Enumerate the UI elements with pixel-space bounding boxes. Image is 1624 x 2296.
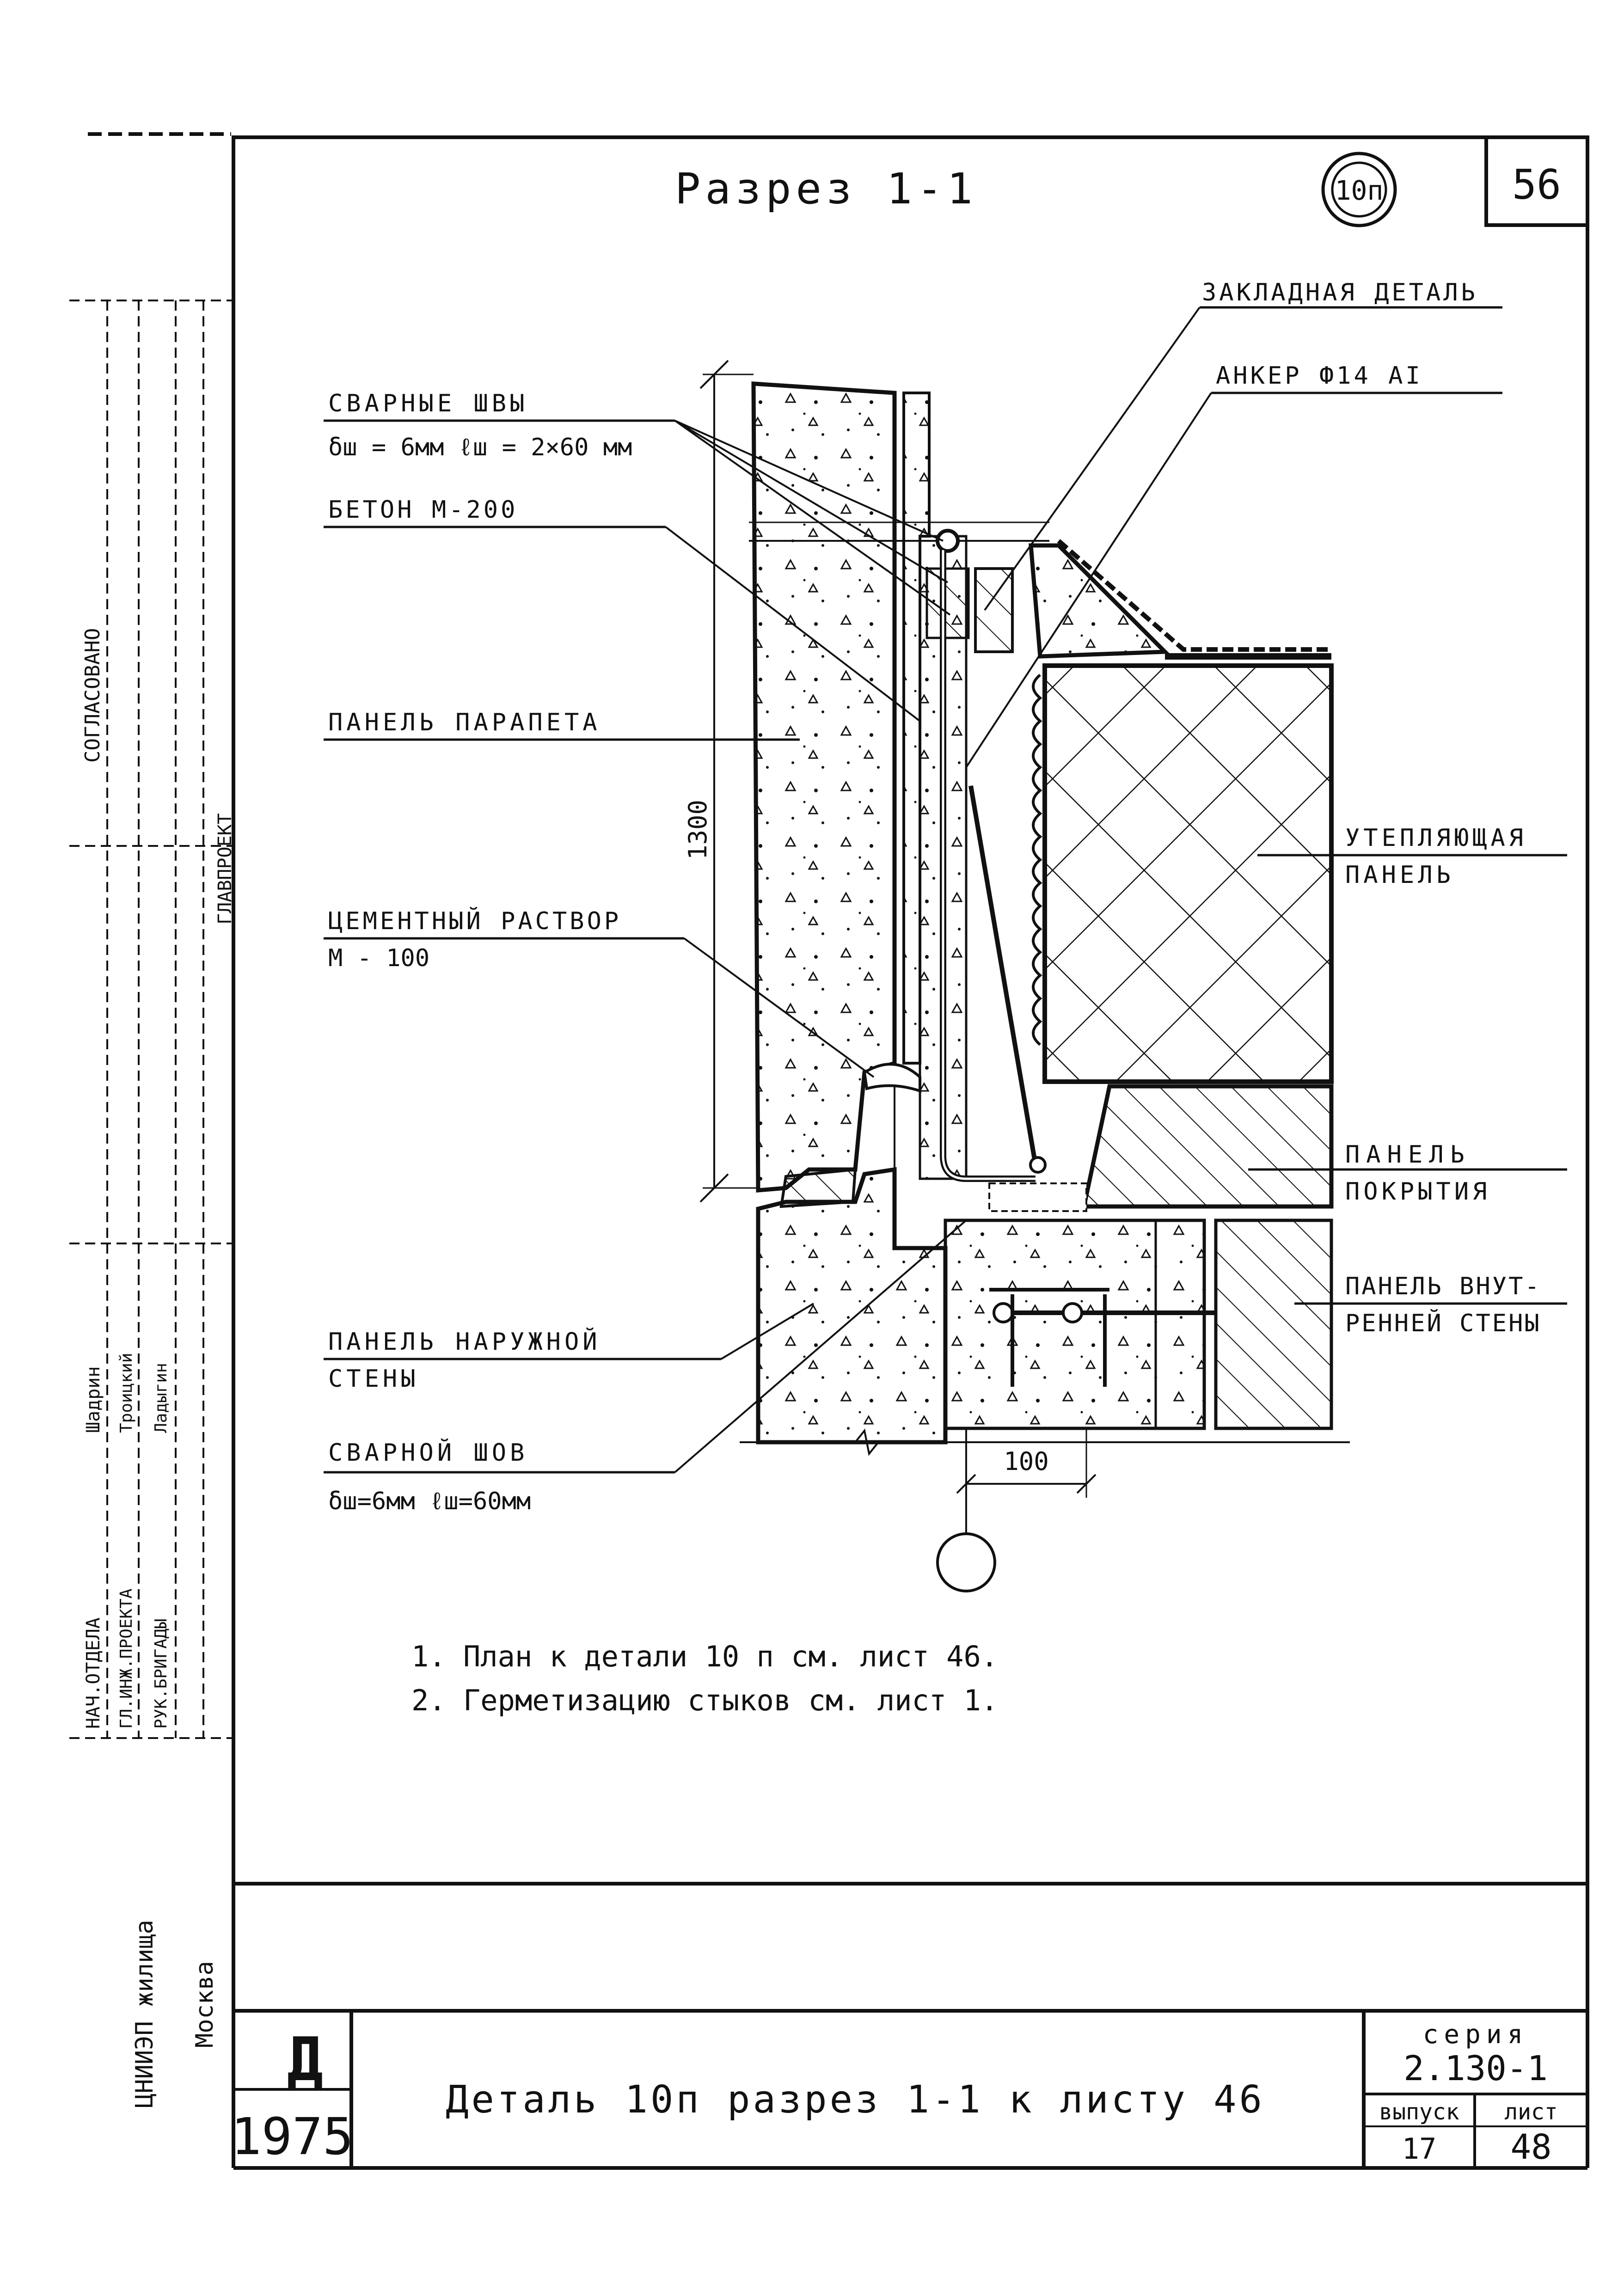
page-number-box xyxy=(1484,135,1589,227)
label-outer-wall-1: ПАНЕЛЬ НАРУЖНОЙ xyxy=(328,1328,601,1356)
label-insulating-panel-1: УТЕПЛЯЮЩАЯ xyxy=(1345,824,1527,852)
sheet-frame xyxy=(232,135,1589,1886)
page-number: 56 xyxy=(1512,161,1561,208)
dimension-height: 1300 xyxy=(683,800,712,860)
org-mark: Д xyxy=(287,2024,323,2094)
insulation-wave-edge xyxy=(1032,673,1042,1046)
issue-value: 17 xyxy=(1402,2132,1437,2166)
annotation-labels: ЗАКЛАДНАЯ ДЕТАЛЬ АНКЕР Ф14 АI СВАРНЫЕ ШВ… xyxy=(328,279,1541,1515)
drawing-year: 1975 xyxy=(231,2107,354,2166)
stamp-row1-title: НАЧ.ОТДЕЛА xyxy=(83,1617,104,1729)
label-welds-spec: δш = 6мм ℓш = 2×60 мм xyxy=(328,434,632,461)
stamp-vertical-main: ГЛАВПРОЕКТ xyxy=(214,813,236,925)
stamp-row2-name: Троицкий xyxy=(117,1353,136,1433)
label-anchor: АНКЕР Ф14 АI xyxy=(1216,362,1423,390)
axis-marker xyxy=(936,1532,996,1592)
mortar-joint xyxy=(863,1063,921,1093)
detail-mark-label: 10п xyxy=(1335,175,1384,206)
label-weld-spec: δш=6мм ℓш=60мм xyxy=(328,1488,531,1515)
label-embedded-part: ЗАКЛАДНАЯ ДЕТАЛЬ xyxy=(1202,279,1478,306)
note-1: 1. План к детали 10 п см. лист 46. xyxy=(411,1640,998,1673)
outer-wall-panel xyxy=(756,1167,948,1445)
label-roof-panel-1: ПАНЕЛЬ xyxy=(1345,1141,1471,1169)
approval-stamp: СОГЛАСОВАНО ГЛАВПРОЕКТ НАЧ.ОТДЕЛА Шадрин… xyxy=(69,300,236,2108)
section-drawing: 1300 xyxy=(683,360,1350,1592)
label-inner-wall-2: РЕННЕЙ СТЕНЫ xyxy=(1345,1309,1541,1337)
label-parapet-panel: ПАНЕЛЬ ПАРАПЕТА xyxy=(328,709,601,736)
stamp-row2-title: ГЛ.ИНЖ.ПРОЕКТА xyxy=(117,1588,136,1729)
sheet-label: лист xyxy=(1504,2099,1558,2125)
label-roof-panel-2: ПОКРЫТИЯ xyxy=(1345,1178,1490,1206)
notes: 1. План к детали 10 п см. лист 46. 2. Ге… xyxy=(411,1640,998,1717)
label-mortar-title: ЦЕМЕНТНЫЙ РАСТВОР xyxy=(328,907,621,935)
sheet-value: 48 xyxy=(1510,2127,1551,2167)
label-welds-title: СВАРНЫЕ ШВЫ xyxy=(328,390,528,417)
series-label: серия xyxy=(1423,2020,1529,2050)
roof-panel xyxy=(1081,1084,1334,1209)
anchor-slope-bar xyxy=(968,785,1038,1165)
detail-mark: 10п xyxy=(1321,152,1397,227)
insulating-panel xyxy=(1042,663,1334,1084)
label-insulating-panel-2: ПАНЕЛЬ xyxy=(1345,861,1454,889)
stamp-row1-name: Шадрин xyxy=(83,1366,104,1433)
label-inner-wall-1: ПАНЕЛЬ ВНУТ- xyxy=(1345,1273,1541,1300)
stamp-row3-title: РУК.БРИГАДЫ xyxy=(152,1619,171,1729)
roofing-layer xyxy=(1057,539,1331,652)
inner-wall-panel-left xyxy=(944,1218,1206,1430)
annotation-leaders xyxy=(324,306,1567,1474)
label-weld-title: СВАРНОЙ ШОВ xyxy=(328,1439,528,1467)
issue-label: выпуск xyxy=(1379,2099,1459,2125)
roof-slope-block xyxy=(1029,543,1170,659)
drawing-description: Деталь 10п разрез 1-1 к листу 46 xyxy=(446,2078,1265,2122)
label-outer-wall-2: СТЕНЫ xyxy=(328,1365,419,1393)
dimension-width: 100 xyxy=(1004,1447,1049,1476)
title-block: Д 1975 Деталь 10п разрез 1-1 к листу 46 … xyxy=(231,1884,1589,2170)
inner-wall-panel-right xyxy=(1214,1218,1333,1430)
sheet-title: Разрез 1-1 xyxy=(675,164,977,214)
embedded-block xyxy=(974,567,1014,653)
series-value: 2.130-1 xyxy=(1403,2049,1548,2088)
label-mortar-spec: М - 100 xyxy=(328,944,429,972)
stamp-vertical-approved: СОГЛАСОВАНО xyxy=(81,628,104,763)
note-2: 2. Герметизацию стыков см. лист 1. xyxy=(411,1684,998,1717)
stamp-city: Москва xyxy=(191,1961,219,2048)
label-concrete: БЕТОН М-200 xyxy=(328,496,518,524)
stamp-organization: ЦНИИЭП жилища xyxy=(131,1920,159,2108)
anchor-head xyxy=(936,529,960,553)
stamp-row3-name: Ладыгин xyxy=(152,1363,171,1433)
